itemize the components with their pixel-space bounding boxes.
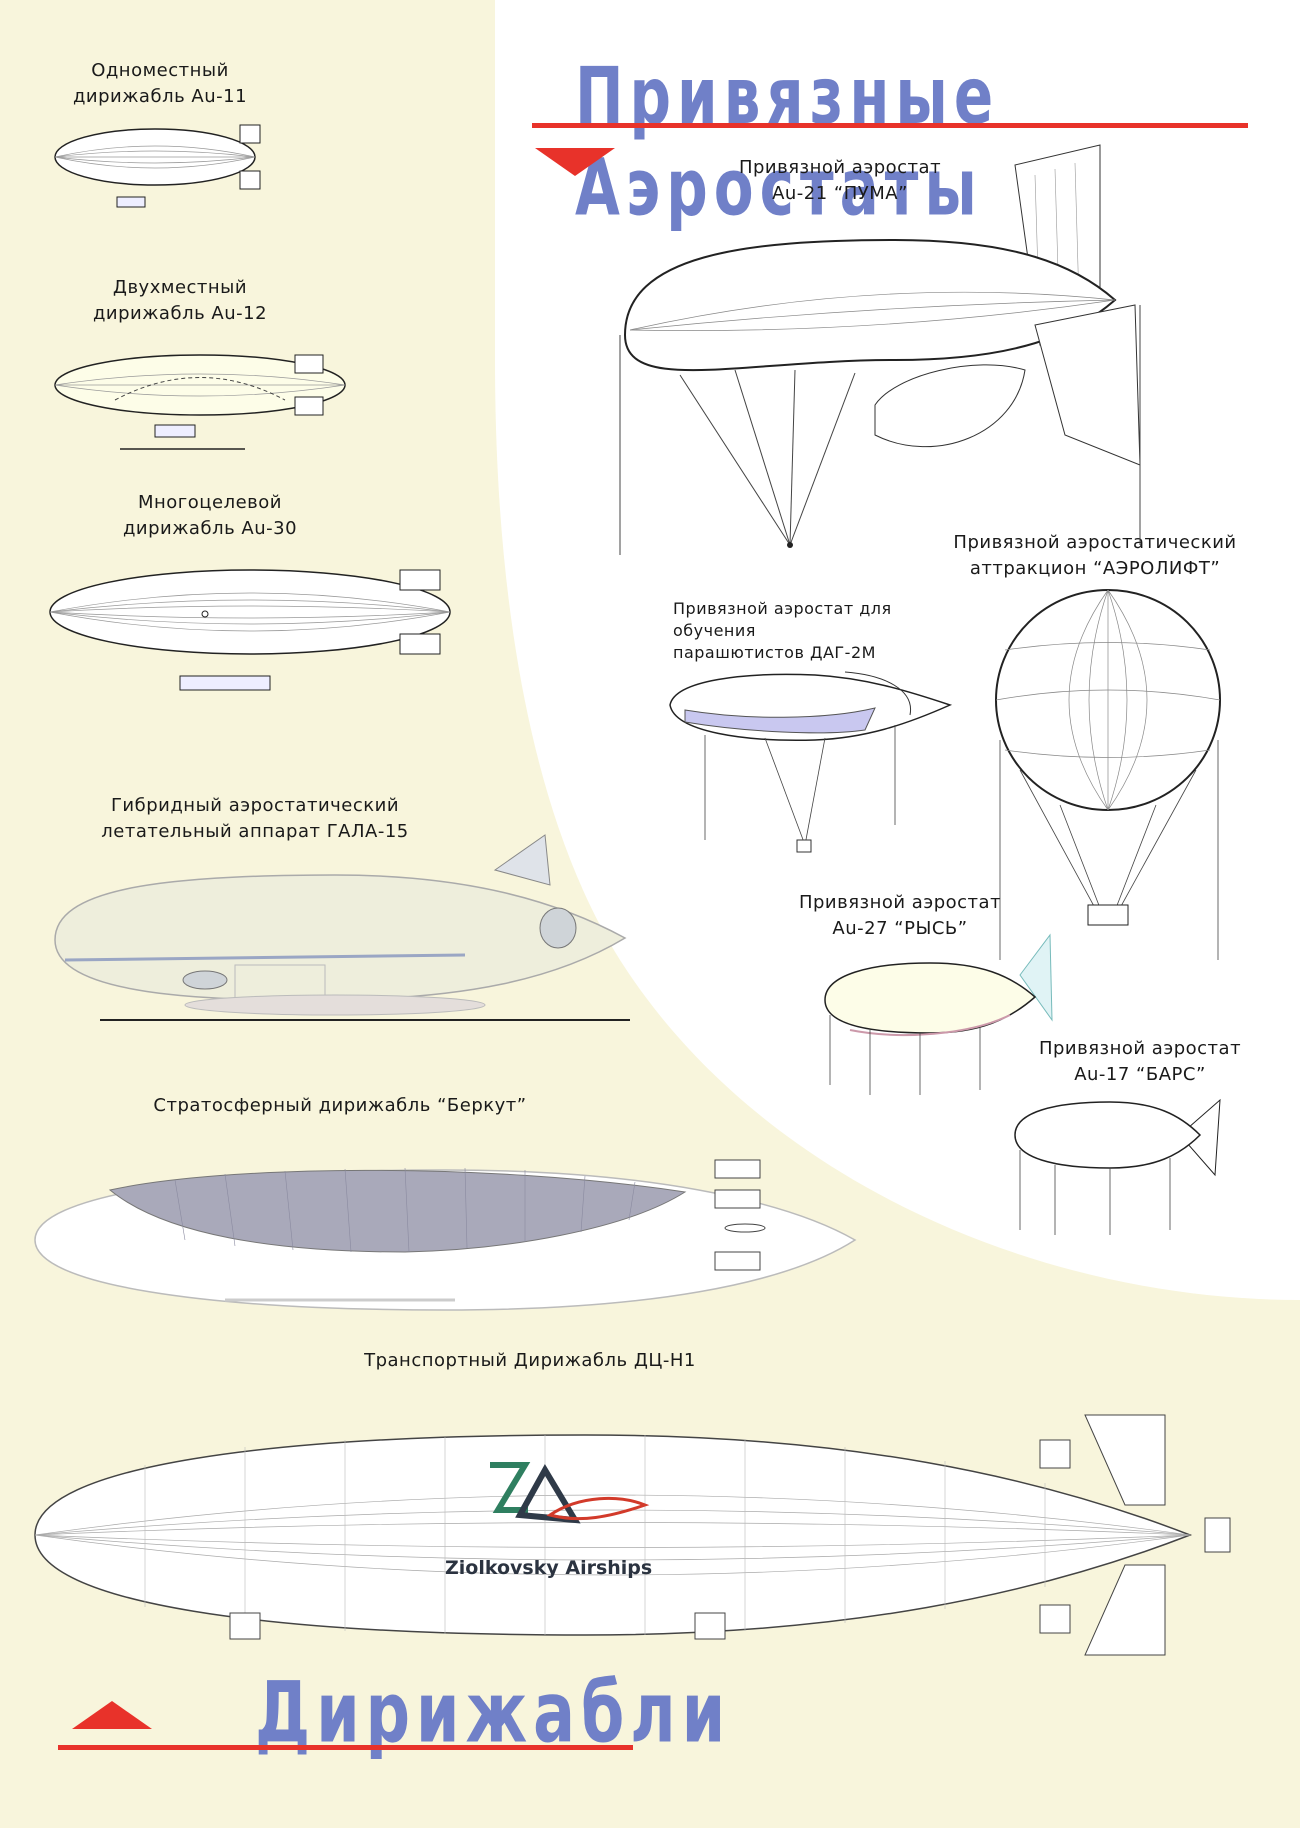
aerostat-aerolift-drawing	[995, 589, 1221, 960]
caption-aerolift-line2: аттракцион “АЭРОЛИФТ”	[969, 558, 1221, 579]
caption-berkut: Стратосферный дирижабль “Беркут”	[153, 1095, 527, 1116]
airship-gala15-drawing	[54, 834, 630, 1021]
caption-puma-line1: Привязной аэростат	[738, 157, 942, 178]
title-underline-top	[532, 123, 1248, 128]
caption-gala15-line1: Гибридный аэростатический	[110, 795, 400, 816]
aerostat-bars-drawing	[1014, 1098, 1221, 1235]
caption-bars: Привязной аэростат Au-17 “БАРС”	[1010, 1036, 1270, 1088]
aerostat-puma-drawing	[619, 144, 1141, 555]
airship-au12-drawing	[54, 354, 346, 450]
caption-au12-line1: Двухместный	[112, 277, 248, 298]
caption-au12: Двухместный дирижабль Au-12	[60, 275, 300, 327]
caption-bars-line2: Au-17 “БАРС”	[1074, 1064, 1206, 1085]
airship-au30-drawing	[49, 569, 451, 691]
caption-rys-line2: Au-27 “РЫСЬ”	[832, 918, 968, 939]
caption-gala15-line2: летательный аппарат ГАЛА-15	[101, 821, 409, 842]
ziolkovsky-logo-icon	[490, 1462, 650, 1524]
caption-bars-line1: Привязной аэростат	[1038, 1038, 1242, 1059]
caption-gala15: Гибридный аэростатический летательный ап…	[70, 793, 440, 845]
caption-dag2m: Привязной аэростат для обучения парашюти…	[673, 598, 973, 664]
airship-au11-drawing	[54, 124, 261, 208]
caption-au30-line2: дирижабль Au-30	[122, 518, 298, 539]
caption-puma: Привязной аэростат Au-21 “ПУМА”	[700, 155, 980, 207]
airship-dcn1-drawing	[34, 1414, 1231, 1656]
caption-dag2m-line2: парашютистов ДАГ-2М	[673, 643, 876, 662]
caption-au30-line1: Многоцелевой	[137, 492, 282, 513]
logo-text: Ziolkovsky Airships	[445, 1557, 653, 1579]
caption-rys: Привязной аэростат Au-27 “РЫСЬ”	[760, 890, 1040, 942]
title-underline-bottom	[58, 1745, 633, 1750]
red-triangle-up-icon	[72, 1701, 152, 1729]
aerostat-rys-drawing	[824, 933, 1053, 1095]
caption-au11-line2: дирижабль Au-11	[72, 86, 248, 107]
caption-rys-line1: Привязной аэростат	[798, 892, 1002, 913]
airship-berkut-drawing	[34, 1159, 857, 1311]
caption-aerolift-line1: Привязной аэростатический	[953, 532, 1237, 553]
red-triangle-down-icon	[535, 148, 615, 176]
caption-dcn1: Транспортный Дирижабль ДЦ-Н1	[364, 1350, 696, 1371]
caption-puma-line2: Au-21 “ПУМА”	[772, 183, 908, 204]
caption-au11-line1: Одноместный	[91, 60, 229, 81]
caption-aerolift: Привязной аэростатический аттракцион “АЭ…	[935, 530, 1255, 582]
caption-au12-line2: дирижабль Au-12	[92, 303, 268, 324]
aerostat-dag2m-drawing	[669, 671, 953, 853]
caption-au11: Одноместный дирижабль Au-11	[40, 58, 280, 110]
caption-dag2m-line1: Привязной аэростат для обучения	[673, 599, 892, 640]
caption-au30: Многоцелевой дирижабль Au-30	[90, 490, 330, 542]
